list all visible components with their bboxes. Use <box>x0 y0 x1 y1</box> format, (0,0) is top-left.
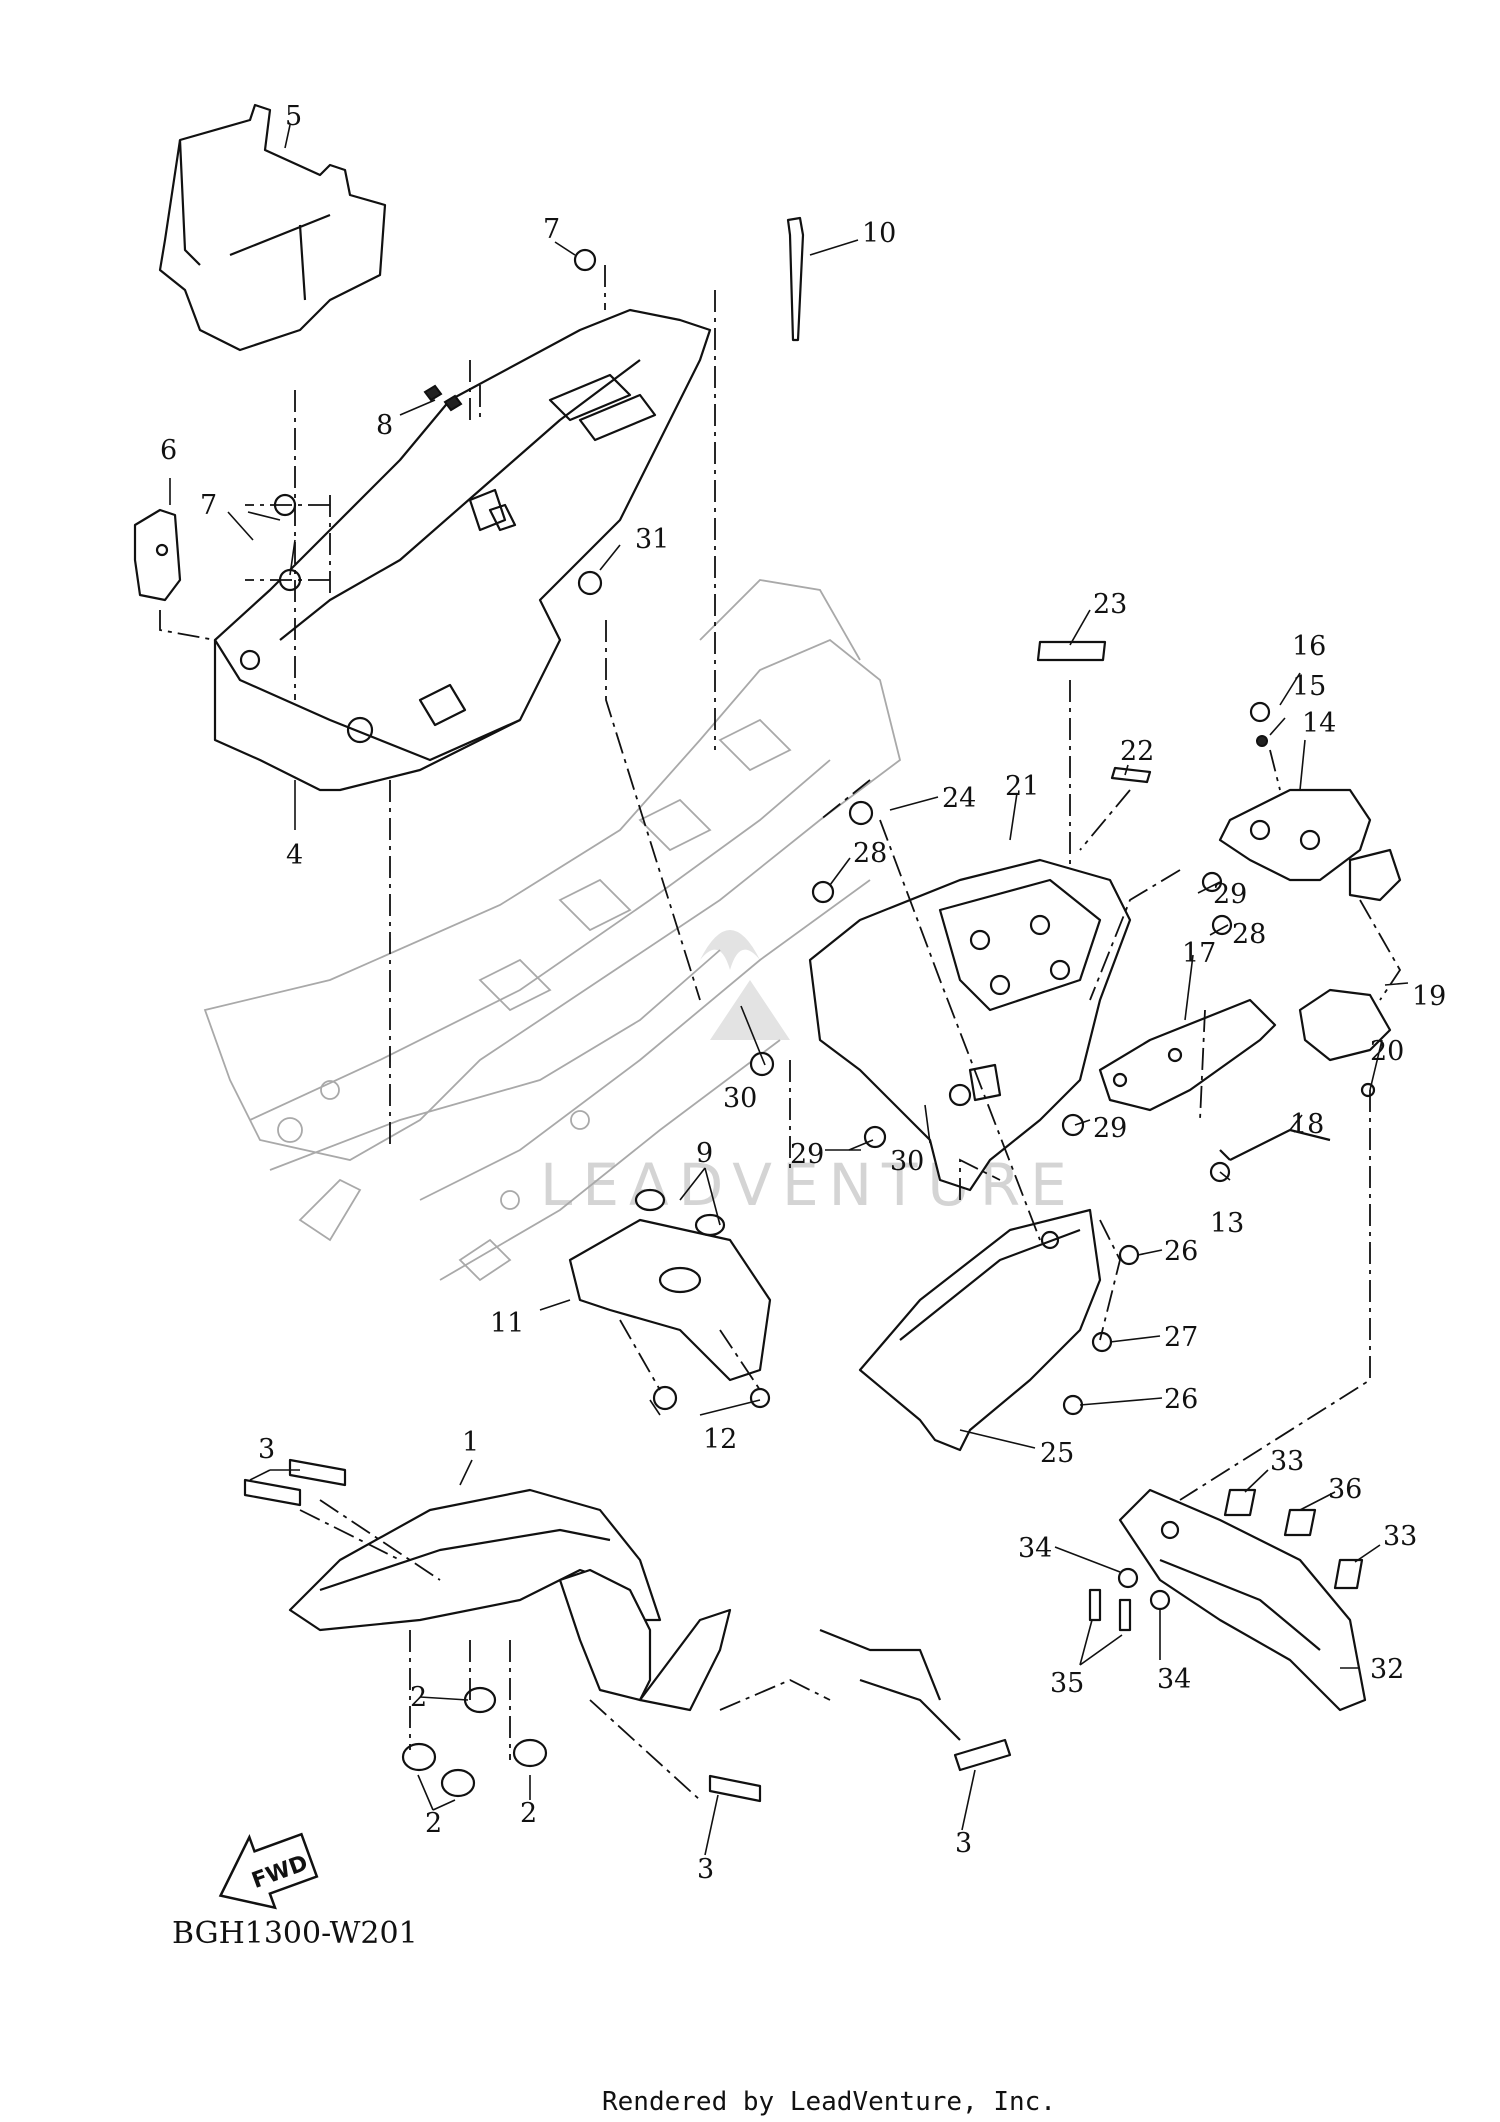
callout-9: 9 <box>696 1138 713 1169</box>
part-1-front-fender <box>288 1488 732 1712</box>
callout-2: 2 <box>425 1808 442 1839</box>
callout-29: 29 <box>1093 1113 1127 1144</box>
callout-20: 20 <box>1370 1036 1404 1067</box>
callout-14: 14 <box>1302 708 1336 739</box>
frame-outline <box>203 579 902 1282</box>
callout-34: 34 <box>1018 1533 1052 1564</box>
callout-30: 30 <box>723 1083 757 1114</box>
callout-33: 33 <box>1383 1521 1417 1552</box>
callout-2: 2 <box>410 1682 427 1713</box>
part-14-housing <box>1218 701 1402 902</box>
callout-19: 19 <box>1412 981 1446 1012</box>
callout-25: 25 <box>1040 1438 1074 1469</box>
part-11-bracket <box>568 1188 772 1411</box>
hardware <box>243 248 1376 1803</box>
part-4-tray <box>213 308 712 792</box>
part-5-cover <box>158 103 387 352</box>
callout-24: 24 <box>942 783 976 814</box>
watermark-logo <box>700 930 790 1040</box>
callout-31: 31 <box>635 524 669 555</box>
callout-35: 35 <box>1050 1668 1084 1699</box>
callout-34: 34 <box>1157 1664 1191 1695</box>
assembly-lines <box>159 265 1402 1801</box>
callout-15: 15 <box>1292 671 1326 702</box>
callouts: 1 2 2 2 3 3 3 4 5 6 7 7 8 9 10 11 12 13 … <box>160 101 1446 1885</box>
part-19-plate <box>1298 988 1392 1062</box>
callout-27: 27 <box>1164 1322 1198 1353</box>
callout-10: 10 <box>862 218 896 249</box>
callout-21: 21 <box>1005 771 1039 802</box>
callout-32: 32 <box>1370 1654 1404 1685</box>
fwd-arrow-icon <box>218 1832 319 1910</box>
callout-2: 2 <box>520 1798 537 1829</box>
callout-3: 3 <box>258 1434 275 1465</box>
leader-lines <box>169 124 1409 1856</box>
part-22-strip <box>1110 766 1152 784</box>
callout-26: 26 <box>1164 1384 1198 1415</box>
callout-5: 5 <box>285 101 302 132</box>
part-10-cable-tie <box>786 216 805 342</box>
callout-4: 4 <box>286 840 303 871</box>
callout-29: 29 <box>1213 879 1247 910</box>
callout-17: 17 <box>1182 938 1216 969</box>
diagram-code: BGH1300-W201 <box>172 1916 418 1951</box>
callout-26: 26 <box>1164 1236 1198 1267</box>
callout-29: 29 <box>790 1139 824 1170</box>
callout-6: 6 <box>160 435 177 466</box>
part-23-pad <box>1036 640 1107 662</box>
callout-36: 36 <box>1328 1474 1362 1505</box>
part-21-rear-frame <box>808 858 1132 1192</box>
callout-28: 28 <box>1232 919 1266 950</box>
footer-credit: Rendered by LeadVenture, Inc. <box>602 2087 1056 2117</box>
callout-22: 22 <box>1120 736 1154 767</box>
callout-18: 18 <box>1290 1109 1324 1140</box>
callout-3: 3 <box>955 1828 972 1859</box>
callout-23: 23 <box>1093 589 1127 620</box>
callout-16: 16 <box>1292 631 1326 662</box>
callout-7: 7 <box>543 214 560 245</box>
part-17-bracket <box>1098 998 1277 1112</box>
callout-1: 1 <box>462 1427 479 1458</box>
callout-7: 7 <box>200 490 217 521</box>
callout-3: 3 <box>697 1854 714 1885</box>
callout-28: 28 <box>853 838 887 869</box>
callout-11: 11 <box>490 1308 524 1339</box>
part-25-inner-fender <box>858 1208 1102 1452</box>
fwd-direction-badge: FWD <box>218 1832 319 1910</box>
callout-8: 8 <box>376 410 393 441</box>
callout-33: 33 <box>1270 1446 1304 1477</box>
callout-12: 12 <box>703 1424 737 1455</box>
callout-30: 30 <box>890 1146 924 1177</box>
callout-13: 13 <box>1210 1208 1244 1239</box>
part-6-bracket <box>133 508 182 602</box>
